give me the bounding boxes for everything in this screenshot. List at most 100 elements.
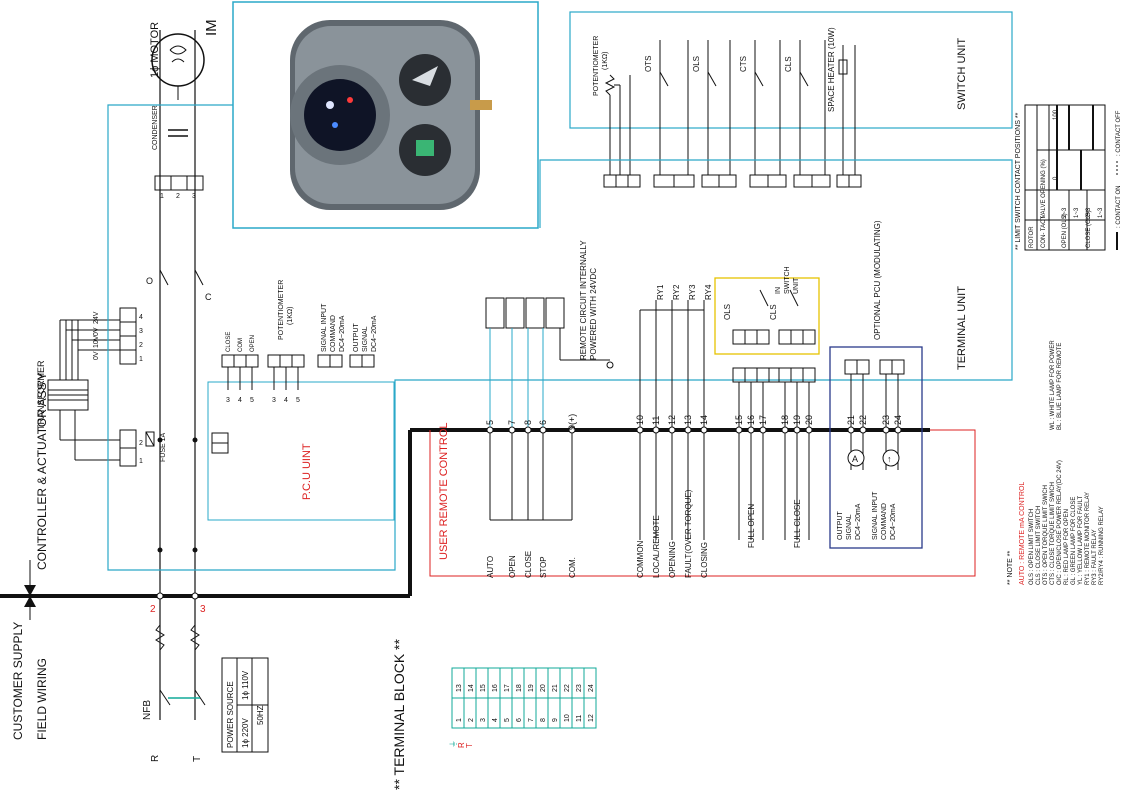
limit-terminal-nodes (735, 426, 813, 434)
in-switch-unit-1: IN (775, 287, 782, 294)
terminal-block-cell (583, 697, 597, 729)
switch-unit-contacts (659, 40, 856, 175)
terminal-block-number: 16 (492, 684, 499, 692)
note-line: RY1 : REMOTE MONITOR RELAY (1085, 492, 1091, 585)
svg-text:C: C (205, 292, 212, 302)
terminal-19: 19 (792, 415, 802, 425)
motor-symbol (151, 33, 205, 100)
svg-text:3: 3 (192, 193, 196, 200)
terminal-block-number: 15 (480, 684, 487, 692)
terminal-block-number: 19 (528, 684, 535, 692)
terminal-18: 18 (780, 415, 790, 425)
terminal-block-number: 4 (492, 718, 499, 722)
tb-mark-ground: ⏚ (449, 740, 458, 748)
field-wiring-label: FIELD WIRING (35, 658, 49, 740)
remote-terminal-nodes (486, 426, 576, 434)
limit-terminal-strip (732, 367, 816, 540)
terminal-block-title: ** TERMINAL BLOCK ** (391, 639, 407, 790)
power-220v: 1ϕ 220V (241, 718, 250, 749)
switch-cts: CTS (739, 56, 748, 72)
terminal-block-cell (499, 697, 513, 729)
relay-ry4: RY4 (704, 284, 713, 300)
terminal-block-number: 11 (576, 715, 583, 722)
note-line: O/C : OPEN/CLOSE POWER RELAY(DC 24V) (1057, 460, 1063, 585)
note-line: OLS : OPEN LIMIT SWITCH (1029, 509, 1035, 585)
main-bus (0, 428, 930, 598)
power-source-header: POWER SOURCE (226, 681, 235, 748)
terminal-24: 24 (893, 415, 903, 425)
notes-auto: AUTO : REMOTE mA CONTROL (1019, 482, 1026, 585)
svg-text:3: 3 (139, 328, 143, 335)
terminal-block-cell (451, 697, 465, 729)
contact-h-rotor: ROTOR (1029, 226, 1035, 248)
terminal-block-cell (511, 667, 525, 699)
pcu-num-b5: 5 (296, 397, 300, 404)
switch-ots: OTS (644, 56, 653, 72)
terminal-10: 10 (635, 415, 645, 425)
legend-contact-on: : CONTACT ON (1116, 186, 1122, 228)
opt-signal: SIGNAL (846, 514, 853, 540)
optional-terminal-nodes (847, 426, 902, 434)
voltage-0v-a: 0V (93, 327, 100, 336)
terminal-17: 17 (758, 415, 768, 425)
pcu-unit-label: P.C.U UINT (301, 443, 313, 500)
potentiometer-label: POTENTIOMETER (593, 36, 600, 96)
supply-resistors (155, 624, 200, 651)
terminal-9: 9(+) (567, 414, 577, 430)
pcu-signal-input: SIGNAL INPUT (321, 303, 328, 352)
terminal-11: 11 (651, 416, 661, 425)
note-line: CTS : CLOSE TORQUE LIMIT SWICH (1050, 482, 1056, 585)
terminal-14: 14 (699, 415, 709, 425)
legend-contact-off: : CONTACT OFF (1116, 110, 1122, 156)
contact-row-4-range: 1~3 (1098, 207, 1104, 218)
contact-row-3-range: 2~3 (1086, 207, 1092, 218)
terminal-block-number: 21 (552, 684, 559, 692)
terminal-block-cell (487, 667, 501, 699)
transformer-label: TRANSFORMER (36, 360, 46, 430)
motor-terminal-strip: 1 2 3 (154, 175, 204, 200)
power-frequency: 50HZ (256, 705, 265, 725)
terminal-block-number: 17 (504, 684, 511, 692)
terminal-21: 21 (846, 415, 856, 425)
status-fault: FAULT(OVER TORQUE) (684, 489, 693, 578)
opt-signal-input: SIGNAL INPUT (872, 491, 879, 540)
svg-text:4: 4 (139, 314, 143, 321)
limit-cls-label: CLS (769, 304, 778, 320)
supply-number-2: 2 (150, 604, 156, 615)
terminal-block-number: 23 (576, 684, 583, 692)
terminal-block-cell (523, 697, 537, 729)
switch-unit-terminals (603, 174, 862, 188)
note-lamp-blue: BL : BLUE LAMP FOR REMOTE (1057, 343, 1063, 430)
supply-number-3: 3 (200, 604, 206, 615)
svg-text:O: O (146, 276, 153, 286)
relay-ry1: RY1 (656, 284, 665, 300)
terminal-block-cell (463, 667, 477, 699)
user-remote-control-label: USER REMOTE CONTROL (438, 422, 450, 560)
opt-dc-output: DC4~20mA (855, 503, 862, 540)
switch-unit-label: SWITCH UNIT (956, 38, 968, 110)
terminal-unit-label: TERMINAL UNIT (956, 286, 968, 370)
svg-text:1: 1 (139, 458, 143, 465)
terminal-20: 20 (804, 415, 814, 425)
terminal-block-number: 9 (552, 718, 559, 722)
note-line: CLS : CLOSE LIMIT SWITCH (1036, 506, 1042, 585)
pcu-num-3: 3 (226, 397, 230, 404)
contact-h-hundred: 100 (1053, 109, 1059, 120)
opt-output: OUTPUT (837, 511, 844, 541)
terminal-block-number: 3 (480, 718, 487, 722)
svg-text:2: 2 (139, 342, 143, 349)
fuse-terminal: 2 1 (119, 429, 155, 467)
terminal-block-cell (487, 697, 501, 729)
terminal-block-number: 8 (540, 718, 547, 722)
pcu-output: OUTPUT (353, 323, 360, 353)
switch-cls: CLS (784, 56, 793, 72)
nfb-label: NFB (142, 700, 153, 720)
tb-mark-r: R (457, 742, 466, 748)
status-relays (639, 300, 705, 540)
terminal-block-number: 10 (564, 714, 571, 722)
note-line: GL : GREEN LAMP FOR CLOSE (1071, 497, 1077, 585)
in-switch-unit-2: SWITCH (784, 266, 791, 294)
pcu-terminals (211, 354, 375, 454)
motor-label: 1ϕ MOTOR (149, 22, 161, 78)
